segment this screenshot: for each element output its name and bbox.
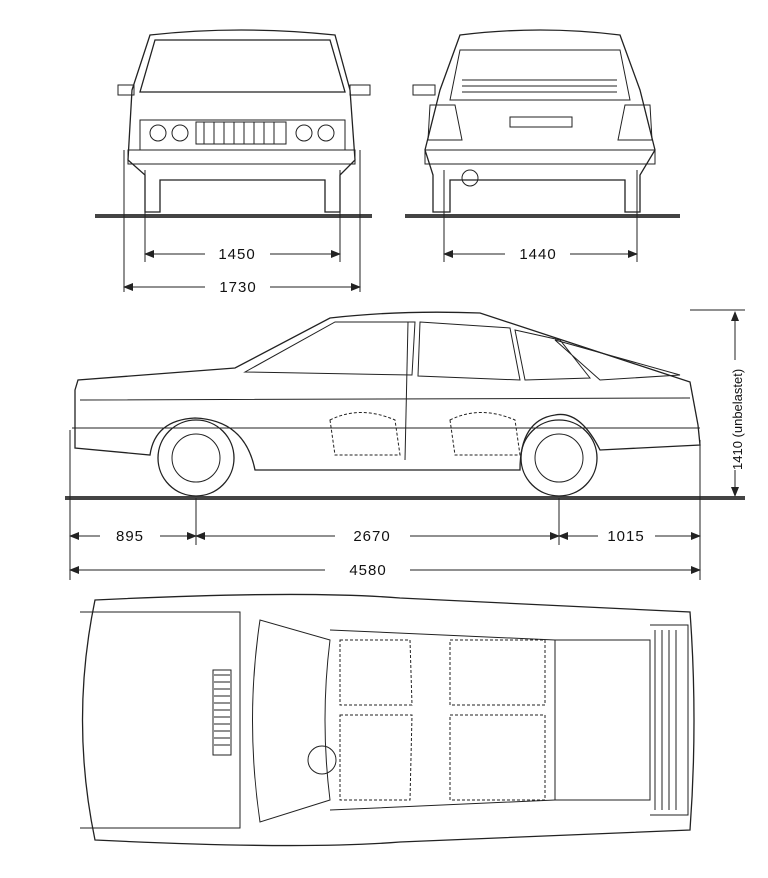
- rear-view: [405, 29, 680, 218]
- dim-wheelbase: 2670: [353, 528, 390, 545]
- dim-front-width: 1730: [219, 279, 256, 296]
- dim-overall-length: 4580: [349, 562, 386, 579]
- top-view: [80, 593, 695, 847]
- dim-rear-overhang: 1015: [607, 528, 644, 545]
- dim-front-track: 1450: [218, 246, 255, 263]
- dim-front-overhang: 895: [116, 528, 144, 545]
- dim-height: 1410 (unbelastet): [730, 369, 745, 470]
- dim-rear-track: 1440: [519, 246, 556, 263]
- side-view: [65, 311, 745, 500]
- front-view: [95, 29, 372, 218]
